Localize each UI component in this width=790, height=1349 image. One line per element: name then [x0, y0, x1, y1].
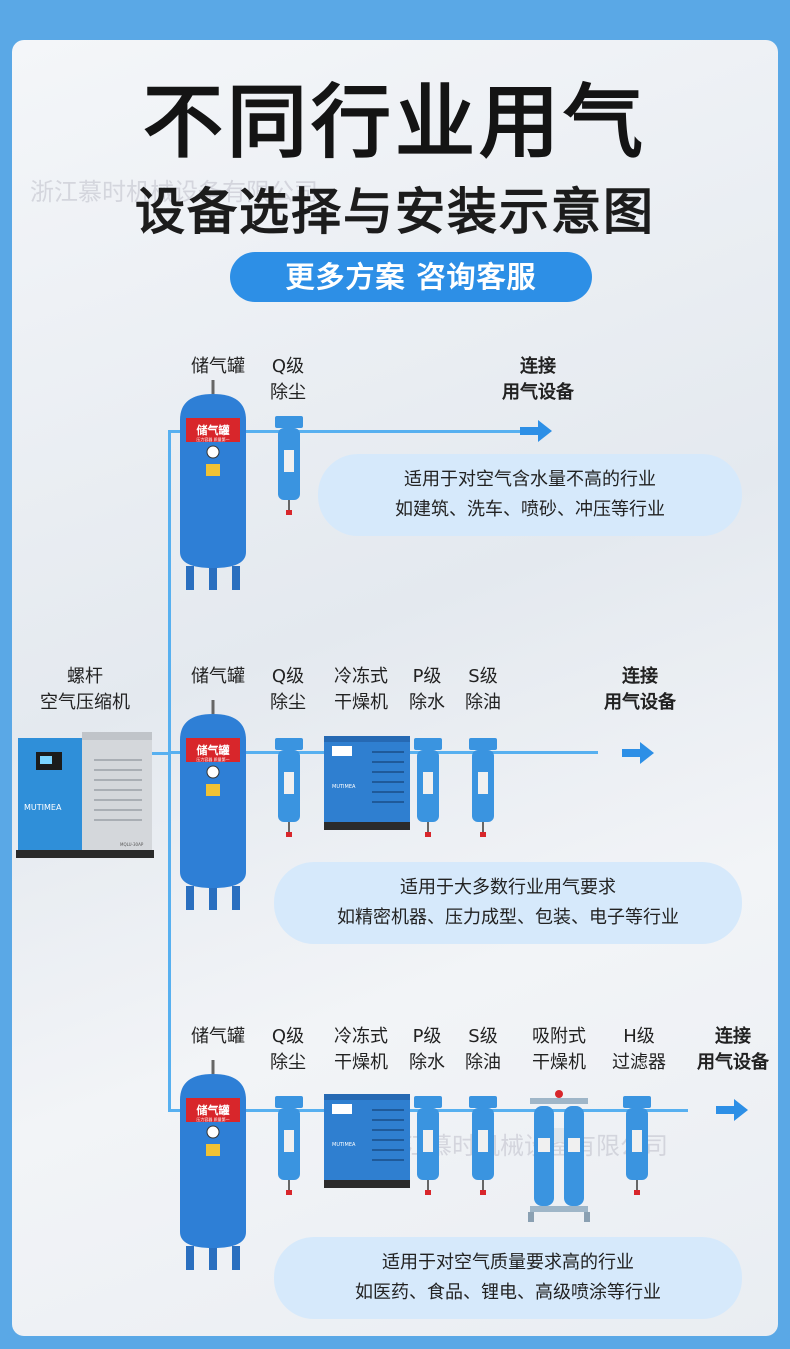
screw-compressor-image: MUTIMEA MQLU-30AP — [16, 732, 154, 858]
row1-tank-plate-sub: 压力容器 质量第一 — [196, 436, 229, 442]
row3-label-s-l1: S级 — [468, 1026, 498, 1047]
row3-label-q-l2: 除尘 — [270, 1052, 306, 1073]
row3-arrow-icon — [716, 1099, 748, 1121]
row2-label-s-l1: S级 — [468, 666, 498, 687]
row2-label-s: S级 除油 — [458, 664, 508, 716]
row2-refrigerated-dryer-image: MUTIMEA — [324, 736, 410, 830]
row3-label-p-l2: 除水 — [409, 1052, 445, 1073]
row3-tank-plate-sub: 压力容器 质量第一 — [196, 1116, 229, 1122]
row1-connect-l1: 连接 — [520, 356, 556, 377]
row3-description-bubble: 适用于对空气质量要求高的行业 如医药、食品、锂电、高级喷涂等行业 — [274, 1237, 742, 1319]
row3-label-dryer: 冷冻式 干燥机 — [326, 1024, 396, 1076]
pipe-row1 — [168, 430, 520, 433]
row3-desc-line2: 如医药、食品、锂电、高级喷涂等行业 — [355, 1282, 661, 1303]
row3-h-filter-image — [623, 1096, 651, 1195]
row3-label-s-l2: 除油 — [465, 1052, 501, 1073]
row1-connect-label: 连接 用气设备 — [490, 354, 586, 406]
row2-tank-plate-sub: 压力容器 质量第一 — [196, 756, 229, 762]
row2-s-filter-image — [469, 738, 497, 837]
row2-label-tank-text: 储气罐 — [191, 666, 245, 687]
page-title: 不同行业用气 — [143, 76, 647, 169]
pipe-compressor — [150, 752, 170, 755]
row1-description-bubble: 适用于对空气含水量不高的行业 如建筑、洗车、喷砂、冲压等行业 — [318, 454, 742, 536]
row3-label-adsorption: 吸附式 干燥机 — [524, 1024, 594, 1076]
row3-connect-l1: 连接 — [715, 1026, 751, 1047]
row2-label-q-l1: Q级 — [271, 666, 305, 687]
row2-label-p: P级 除水 — [402, 664, 452, 716]
page-subtitle: 设备选择与安装示意图 — [135, 183, 655, 241]
row2-label-p-l2: 除水 — [409, 692, 445, 713]
row3-dryer-brand: MUTIMEA — [332, 1142, 356, 1148]
row1-desc-line1: 适用于对空气含水量不高的行业 — [404, 469, 656, 490]
row3-label-p-l1: P级 — [412, 1026, 442, 1047]
row3-adsorption-dryer-image — [528, 1090, 590, 1222]
row3-s-filter-image — [469, 1096, 497, 1195]
row2-dryer-brand: MUTIMEA — [332, 784, 356, 790]
row2-connect-label: 连接 用气设备 — [592, 664, 688, 716]
row2-label-s-l2: 除油 — [465, 692, 501, 713]
row2-p-filter-image — [414, 738, 442, 837]
row1-label-q-l2: 除尘 — [270, 382, 306, 403]
row3-label-ads-l2: 干燥机 — [532, 1052, 586, 1073]
row2-label-tank: 储气罐 — [186, 664, 250, 690]
row2-connect-l1: 连接 — [622, 666, 658, 687]
row1-desc-line2: 如建筑、洗车、喷砂、冲压等行业 — [395, 499, 665, 520]
row2-description-bubble: 适用于大多数行业用气要求 如精密机器、压力成型、包装、电子等行业 — [274, 862, 742, 944]
watermark-top: 浙江慕时机械设备有限公司 — [30, 178, 318, 206]
row1-label-q-l1: Q级 — [271, 356, 305, 377]
row3-refrigerated-dryer-image: MUTIMEA — [324, 1094, 410, 1188]
row1-q-filter-image — [275, 416, 303, 515]
row2-q-filter-image — [275, 738, 303, 837]
row3-label-h-l1: H级 — [623, 1026, 655, 1047]
row3-desc-line1: 适用于对空气质量要求高的行业 — [382, 1252, 634, 1273]
row3-label-p: P级 除水 — [402, 1024, 452, 1076]
row2-desc-line1: 适用于大多数行业用气要求 — [400, 877, 616, 898]
row1-label-tank: 储气罐 — [186, 354, 250, 380]
row3-connect-l2: 用气设备 — [697, 1052, 769, 1073]
row3-p-filter-image — [414, 1096, 442, 1195]
row3-label-q: Q级 除尘 — [262, 1024, 314, 1076]
row3-label-dryer-l2: 干燥机 — [334, 1052, 388, 1073]
row2-label-dryer-l1: 冷冻式 — [334, 666, 388, 687]
row1-arrow-icon — [520, 420, 552, 442]
row1-label-q: Q级 除尘 — [262, 354, 314, 406]
row3-q-filter-image — [275, 1096, 303, 1195]
row2-desc-line2: 如精密机器、压力成型、包装、电子等行业 — [337, 907, 679, 928]
row2-tank-plate: 储气罐 — [197, 743, 230, 757]
row3-label-tank-text: 储气罐 — [191, 1026, 245, 1047]
row2-arrow-icon — [622, 742, 654, 764]
row2-connect-l2: 用气设备 — [604, 692, 676, 713]
row2-air-tank-image: 储气罐 压力容器 质量第一 — [180, 700, 246, 910]
row3-tank-plate: 储气罐 — [197, 1103, 230, 1117]
row1-air-tank-image: 储气罐 压力容器 质量第一 — [180, 380, 246, 590]
row1-label-tank-text: 储气罐 — [191, 356, 245, 377]
pipe-vertical — [168, 432, 171, 1111]
row3-label-tank: 储气罐 — [186, 1024, 250, 1050]
compressor-label-line1: 螺杆 — [67, 666, 103, 687]
row2-label-q: Q级 除尘 — [262, 664, 314, 716]
row1-tank-plate: 储气罐 — [197, 423, 230, 437]
row2-label-dryer-l2: 干燥机 — [334, 692, 388, 713]
row3-label-q-l1: Q级 — [271, 1026, 305, 1047]
row3-label-ads-l1: 吸附式 — [532, 1026, 586, 1047]
row2-label-p-l1: P级 — [412, 666, 442, 687]
compressor-brand: MUTIMEA — [24, 803, 62, 812]
row3-label-dryer-l1: 冷冻式 — [334, 1026, 388, 1047]
compressor-label-line2: 空气压缩机 — [40, 692, 130, 713]
row1-connect-l2: 用气设备 — [502, 382, 574, 403]
row2-label-dryer: 冷冻式 干燥机 — [326, 664, 396, 716]
row3-label-h: H级 过滤器 — [604, 1024, 674, 1076]
compressor-model: MQLU-30AP — [120, 842, 144, 847]
row3-air-tank-image: 储气罐 压力容器 质量第一 — [180, 1060, 246, 1270]
consult-button[interactable]: 更多方案 咨询客服 — [230, 252, 592, 302]
row3-connect-label: 连接 用气设备 — [686, 1024, 780, 1076]
row3-label-h-l2: 过滤器 — [612, 1052, 666, 1073]
row3-label-s: S级 除油 — [458, 1024, 508, 1076]
compressor-label: 螺杆 空气压缩机 — [30, 664, 140, 716]
row2-label-q-l2: 除尘 — [270, 692, 306, 713]
